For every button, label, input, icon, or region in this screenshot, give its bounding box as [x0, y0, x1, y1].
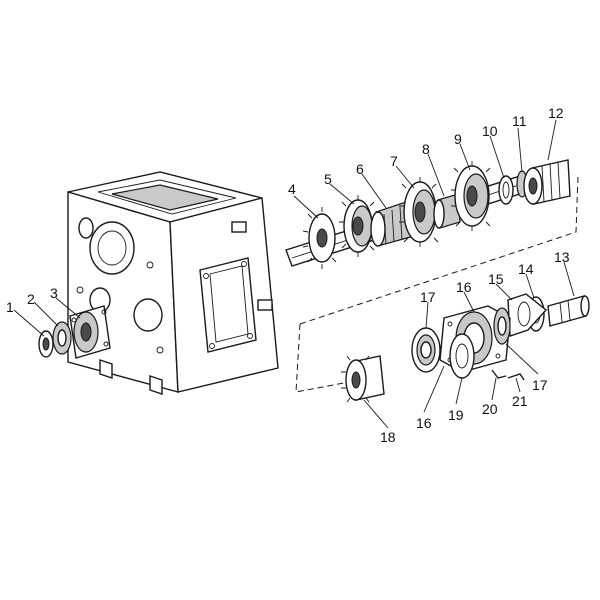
part-18-gear	[341, 355, 385, 403]
callout-7: 7	[390, 153, 398, 169]
callout-12: 12	[548, 105, 564, 121]
callout-16-upper: 16	[456, 279, 472, 295]
callout-labels: 1 2 3 4 5 6 7 8 9 10 11 12 13 14 15 16 1…	[6, 105, 570, 445]
callout-5: 5	[324, 171, 332, 187]
part-19-cover	[449, 333, 475, 379]
callout-11: 11	[512, 113, 527, 129]
callout-9: 9	[454, 131, 462, 147]
callout-18: 18	[380, 429, 396, 445]
callout-17-lower: 17	[532, 377, 548, 393]
assembly-guide-lines	[295, 175, 579, 393]
part-10-ring	[498, 175, 514, 205]
callout-4: 4	[288, 181, 296, 197]
callout-8: 8	[422, 141, 430, 157]
callout-15: 15	[488, 271, 504, 287]
part-2-bearing	[52, 321, 72, 355]
callout-20: 20	[482, 401, 498, 417]
part-3-flange	[69, 305, 111, 359]
callout-2: 2	[27, 291, 35, 307]
part-7-gear	[399, 177, 439, 247]
callout-16-lower: 16	[416, 415, 432, 431]
part-20-pin	[491, 369, 507, 379]
part-5-gear	[339, 195, 375, 257]
part-21-clip	[507, 373, 525, 381]
callout-17-upper: 17	[420, 289, 436, 305]
callout-1: 1	[6, 299, 14, 315]
callout-13: 13	[554, 249, 570, 265]
leader-lines	[13, 119, 575, 429]
part-13-shaft	[547, 295, 590, 327]
callout-21: 21	[512, 393, 528, 409]
callout-10: 10	[482, 123, 498, 139]
callout-6: 6	[356, 161, 364, 177]
part-1-bearing	[38, 330, 54, 358]
callout-3: 3	[50, 285, 58, 301]
callout-19: 19	[448, 407, 464, 423]
part-17-bearing-right	[493, 307, 511, 345]
part-17-bearing-left	[411, 327, 441, 373]
part-12-gear	[523, 159, 571, 205]
part-9-gear	[451, 161, 491, 231]
callout-14: 14	[518, 261, 534, 277]
gearbox-housing	[67, 171, 279, 395]
part-4-gear	[302, 207, 337, 269]
